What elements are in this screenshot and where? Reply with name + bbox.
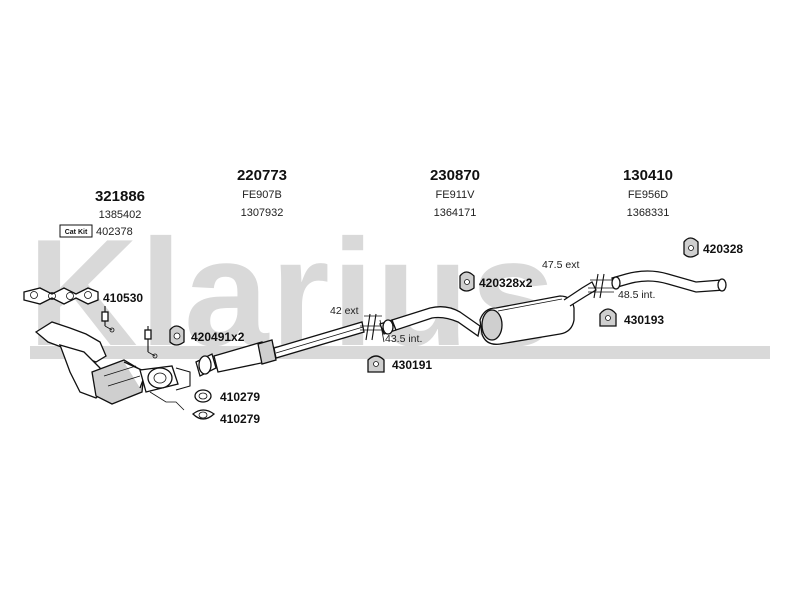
gasket-ring-icon xyxy=(192,409,216,420)
label-430191: 430191 xyxy=(392,358,432,372)
manifold-gasket-icon xyxy=(23,287,99,305)
part-number-220773: 220773 xyxy=(237,167,287,184)
label-410279-b: 410279 xyxy=(220,412,260,426)
front-pipe-icon xyxy=(195,321,365,377)
exhaust-bracket-icon xyxy=(367,355,385,373)
label-410530: 410530 xyxy=(103,291,143,305)
oxygen-sensor-icon xyxy=(144,326,158,359)
label-420328: 420328 xyxy=(703,242,743,256)
dimension-47-5-ext: 47.5 ext xyxy=(542,259,579,271)
label-420328x2: 420328x2 xyxy=(479,276,533,290)
rubber-hanger-icon xyxy=(683,237,699,258)
code-fe911v: FE911V xyxy=(436,189,476,201)
code-fe956d: FE956D xyxy=(628,189,668,201)
dimension-43-5-int: 43.5 int. xyxy=(385,333,422,345)
ref-1364171: 1364171 xyxy=(434,207,477,219)
part-number-130410: 130410 xyxy=(623,167,673,184)
part-number-321886: 321886 xyxy=(95,188,145,205)
intermediate-pipe-icon xyxy=(379,306,481,338)
tail-pipe-icon xyxy=(611,270,727,293)
ref-1385402: 1385402 xyxy=(99,209,142,221)
ref-1368331: 1368331 xyxy=(627,207,670,219)
oxygen-sensor-icon xyxy=(101,306,115,333)
dimension-48-5-int: 48.5 int. xyxy=(618,289,655,301)
rear-silencer-icon xyxy=(479,281,597,345)
label-420491x2: 420491x2 xyxy=(191,330,245,344)
catkit-label: Cat Kit xyxy=(65,229,88,236)
code-fe907b: FE907B xyxy=(242,189,282,201)
rubber-hanger-icon xyxy=(459,271,475,292)
label-410279-a: 410279 xyxy=(220,390,260,404)
catalytic-converter-manifold-icon xyxy=(34,321,191,411)
rubber-mount-icon xyxy=(169,325,185,346)
ref-1307932: 1307932 xyxy=(241,207,284,219)
gasket-ring-icon xyxy=(194,389,212,403)
dimension-42-ext: 42 ext xyxy=(330,305,359,317)
part-number-230870: 230870 xyxy=(430,167,480,184)
catkit-badge xyxy=(59,224,93,238)
label-430193: 430193 xyxy=(624,313,664,327)
catkit-number: 402378 xyxy=(96,226,133,238)
exhaust-bracket-icon xyxy=(599,308,617,327)
pipe-joint-dimension-icon xyxy=(588,273,614,299)
